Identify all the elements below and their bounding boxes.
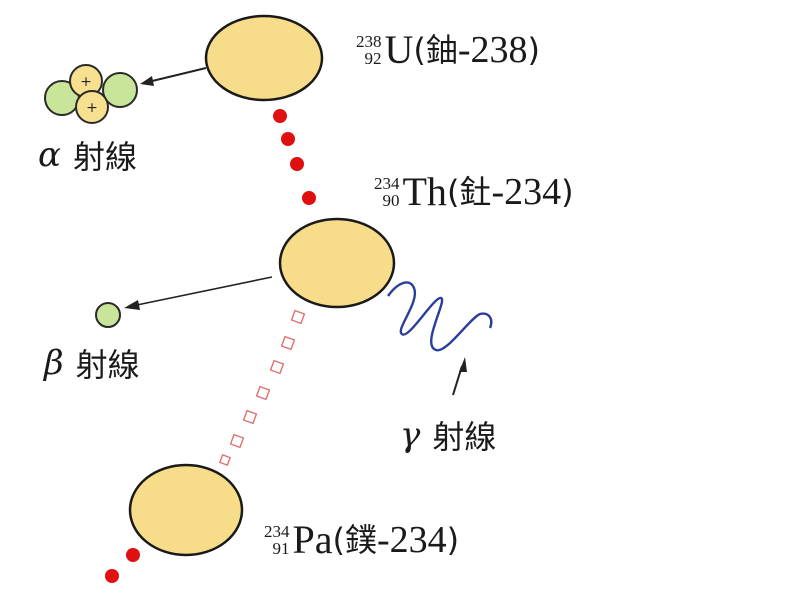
paren-close: ) xyxy=(561,173,574,211)
ray-text: 射線 xyxy=(72,138,137,176)
beta-emission-arrow xyxy=(124,276,273,310)
mass-number: 234 xyxy=(374,174,400,193)
mass-number: 238 xyxy=(356,32,382,51)
atomic-number: 90 xyxy=(382,191,400,210)
decay-path-u-to-th xyxy=(273,109,316,205)
uranium-nucleus xyxy=(204,14,324,102)
decay-path-th-to-pa xyxy=(218,309,306,467)
label-gamma-ray: γ 射線 xyxy=(400,412,496,458)
beta-particle xyxy=(95,302,121,328)
label-alpha-ray: α 射線 xyxy=(38,132,137,178)
alpha-emission-arrow xyxy=(140,67,207,86)
element-symbol: U xyxy=(384,27,414,72)
gamma-arrow xyxy=(452,357,467,396)
paren-open: ( xyxy=(332,521,345,559)
atomic-number: 91 xyxy=(272,539,290,558)
paren-open: ( xyxy=(446,173,460,211)
atomic-number: 92 xyxy=(364,49,382,68)
mass-number: 234 xyxy=(264,522,290,541)
svg-text:+: + xyxy=(86,100,98,116)
isotope-numbers: 238 92 xyxy=(356,33,382,67)
svg-text:+: + xyxy=(80,74,92,90)
decay-path-continue xyxy=(105,548,140,583)
paren-open: ( xyxy=(413,31,426,69)
thorium-nucleus xyxy=(278,217,396,309)
label-uranium-238: 238 92 U ( 鈾 -238 ) xyxy=(356,30,540,70)
ray-text: 射線 xyxy=(75,346,140,384)
alpha-symbol: α xyxy=(38,135,61,175)
label-beta-ray: β 射線 xyxy=(44,340,140,386)
gamma-wave xyxy=(387,281,493,352)
mass-suffix: -234 xyxy=(377,519,447,561)
ray-text: 射線 xyxy=(432,418,497,456)
beta-symbol: β xyxy=(44,343,64,383)
gamma-symbol: γ xyxy=(400,415,421,455)
mass-suffix: -238 xyxy=(457,29,528,71)
alpha-particle: + + xyxy=(44,64,138,124)
chinese-name: 鏷 xyxy=(344,521,377,559)
chinese-name: 釷 xyxy=(459,173,492,211)
paren-close: ) xyxy=(527,31,541,69)
label-protactinium-234: 234 91 Pa ( 鏷 -234 ) xyxy=(264,520,459,560)
chinese-name: 鈾 xyxy=(425,31,458,69)
element-symbol: Pa xyxy=(292,517,333,562)
isotope-numbers: 234 90 xyxy=(374,175,400,209)
protactinium-nucleus xyxy=(128,463,244,557)
element-symbol: Th xyxy=(402,169,447,214)
paren-close: ) xyxy=(446,521,460,559)
isotope-numbers: 234 91 xyxy=(264,523,290,557)
label-thorium-234: 234 90 Th ( 釷 -234 ) xyxy=(374,172,574,212)
mass-suffix: -234 xyxy=(491,171,562,213)
